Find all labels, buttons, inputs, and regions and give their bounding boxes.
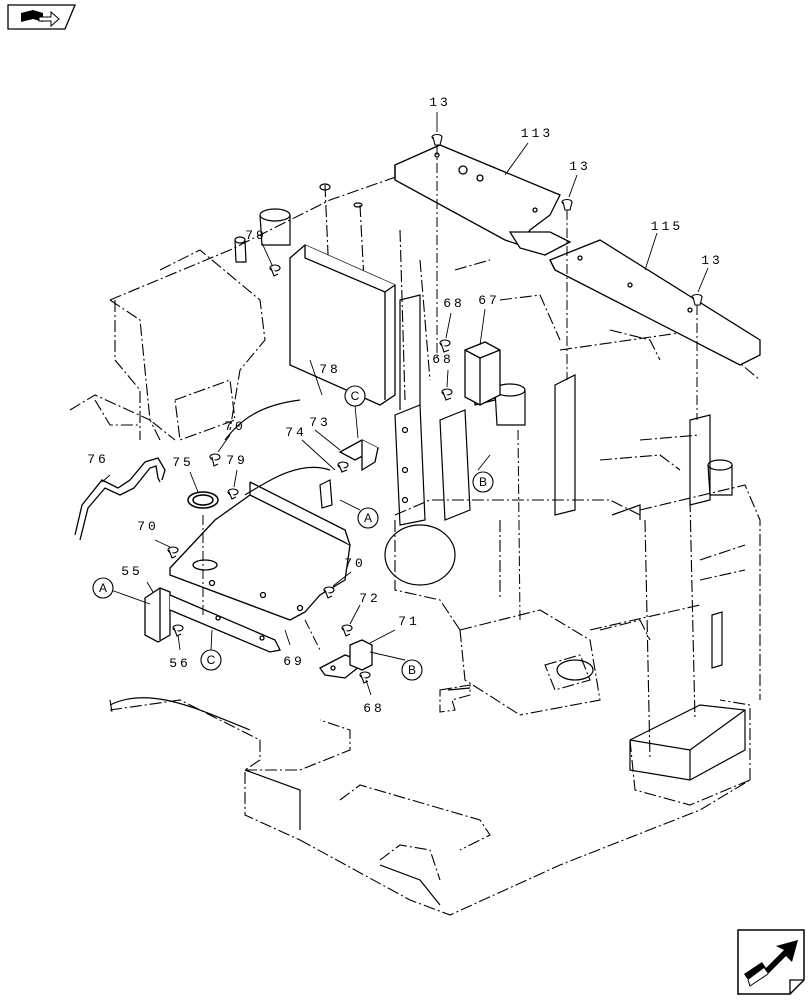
bolt-73 <box>337 461 349 473</box>
connector-a-mid-label: A <box>364 511 372 525</box>
callout-68-upper: 68 <box>443 296 465 311</box>
callout-68-mid: 68 <box>432 352 454 367</box>
bolt-70a <box>209 453 221 467</box>
next-page-button[interactable] <box>736 928 806 996</box>
connector-c-bottom: C <box>200 649 222 671</box>
callout-13-right: 13 <box>701 253 723 268</box>
callout-74: 74 <box>285 425 307 440</box>
part-71-bracket <box>319 639 373 679</box>
callout-13-mid: 13 <box>569 159 591 174</box>
callout-68-lower: 68 <box>363 701 385 716</box>
callout-75: 75 <box>172 455 194 470</box>
bolt-79a <box>269 264 281 277</box>
part-76-hose <box>74 457 166 541</box>
connector-a-left: A <box>92 577 114 599</box>
callout-73: 73 <box>309 415 331 430</box>
callout-70-right: 70 <box>344 556 366 571</box>
bolt-centerlines <box>202 145 698 651</box>
bolt-13a <box>431 133 443 146</box>
callout-67: 67 <box>478 293 500 308</box>
part-78-panel <box>289 244 396 406</box>
callout-70-left: 70 <box>137 519 159 534</box>
connector-b-bottom: B <box>401 659 423 681</box>
callout-115: 115 <box>651 219 683 234</box>
bolt-13c <box>691 293 703 306</box>
callout-70-upper: 70 <box>224 419 246 434</box>
bolt-70c <box>323 586 335 599</box>
page-forward-icon <box>737 929 805 995</box>
frame-solid-parts <box>109 183 746 906</box>
callout-79-upper: 79 <box>245 228 267 243</box>
connector-b-mid: B <box>472 471 494 493</box>
callout-69: 69 <box>283 654 305 669</box>
connector-c-top-label: C <box>351 389 360 403</box>
connector-b-bottom-label: B <box>408 663 416 677</box>
bolt-68b <box>441 388 453 401</box>
part-115-cover-plate <box>549 239 761 366</box>
callout-79-lower: 79 <box>226 453 248 468</box>
bolt-70b <box>167 546 179 559</box>
part-75-grommet <box>187 491 219 509</box>
callout-55: 55 <box>121 564 143 579</box>
bolt-72 <box>341 624 353 637</box>
bolt-68c <box>359 671 371 684</box>
leader-lines <box>101 112 709 696</box>
callout-72: 72 <box>359 591 381 606</box>
previous-page-button[interactable] <box>5 3 77 31</box>
callout-56: 56 <box>169 656 191 671</box>
part-67-duct <box>464 341 501 406</box>
bolt-79b <box>227 488 239 500</box>
callout-78: 78 <box>319 362 341 377</box>
bolt-68a <box>439 339 451 353</box>
bolt-13b <box>561 198 573 211</box>
callout-71: 71 <box>398 614 420 629</box>
connector-a-mid: A <box>357 507 379 529</box>
bolt-56 <box>172 624 184 637</box>
part-69-guard-plate <box>169 481 351 621</box>
part-55-bracket <box>144 587 281 653</box>
callout-76: 76 <box>87 452 109 467</box>
part-73-bracket <box>338 439 380 472</box>
bolts <box>167 133 703 684</box>
connector-labels: C B A A C B <box>92 385 494 681</box>
connector-b-mid-label: B <box>479 475 487 489</box>
book-back-icon <box>7 4 76 30</box>
connector-a-left-label: A <box>99 581 107 595</box>
connector-c-top: C <box>344 385 366 407</box>
connector-c-bottom-label: C <box>207 653 216 667</box>
callout-13-top: 13 <box>429 95 451 110</box>
part-number-callouts: 13 113 13 115 13 79 68 67 68 78 73 74 70… <box>87 95 723 716</box>
part-113-cover-plate <box>394 144 572 256</box>
callout-113: 113 <box>521 126 553 141</box>
